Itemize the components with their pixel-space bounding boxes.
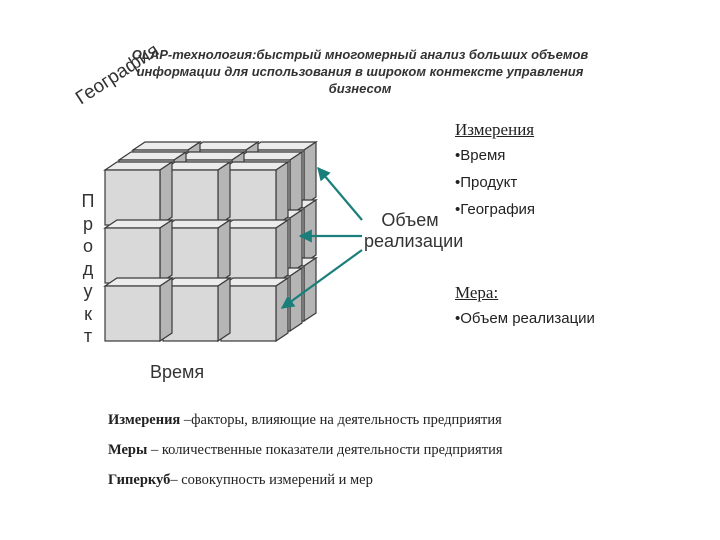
cubelet-side-face: [276, 278, 288, 341]
cubelet-side-face: [218, 220, 230, 283]
definition-text: – совокупность измерений и мер: [170, 472, 373, 488]
definition-row: Измерения –факторы, влияющие на деятельн…: [108, 410, 503, 440]
volume-line-2: реализации: [364, 231, 456, 252]
definition-text: – количественные показатели деятельности…: [147, 442, 502, 458]
cubelet-side-face: [290, 152, 302, 215]
product-letter: р: [78, 213, 98, 236]
cubelet-side-face: [290, 268, 302, 331]
measure-item: •Объем реализации: [455, 305, 595, 332]
product-letter: о: [78, 235, 98, 258]
cubelet-front-face: [105, 170, 160, 225]
definitions-list: Измерения –факторы, влияющие на деятельн…: [108, 410, 503, 500]
time-axis-label: Время: [150, 362, 204, 383]
definition-term: Измерения: [108, 412, 180, 428]
definition-term: Гиперкуб: [108, 472, 170, 488]
cubelet-side-face: [290, 210, 302, 273]
cubelet-side-face: [304, 142, 316, 205]
cubelet-front-face: [105, 228, 160, 283]
dimension-item: •География: [455, 196, 535, 223]
cubelet-side-face: [218, 162, 230, 225]
cubelet-side-face: [160, 278, 172, 341]
definition-row: Гиперкуб– совокупность измерений и мер: [108, 470, 503, 500]
cubelet-side-face: [304, 200, 316, 263]
definition-row: Меры – количественные показатели деятель…: [108, 440, 503, 470]
cubelet-side-face: [276, 162, 288, 225]
volume-arrow: [318, 168, 362, 220]
dimension-item: •Продукт: [455, 169, 535, 196]
cubelet-side-face: [276, 220, 288, 283]
dimensions-heading: Измерения: [455, 120, 535, 140]
measure-heading: Мера:: [455, 283, 595, 303]
product-letter: у: [78, 280, 98, 303]
product-letter: П: [78, 190, 98, 213]
product-axis-label: П р о д у к т: [78, 190, 98, 348]
definition-term: Меры: [108, 442, 147, 458]
cubelet-side-face: [160, 220, 172, 283]
product-letter: к: [78, 303, 98, 326]
product-letter: т: [78, 325, 98, 348]
sales-volume-label: Объем реализации: [364, 210, 456, 252]
volume-line-1: Объем: [364, 210, 456, 231]
product-letter: д: [78, 258, 98, 281]
cubelet-front-face: [105, 286, 160, 341]
definition-text: –факторы, влияющие на деятельность предп…: [180, 412, 501, 428]
dimension-item: •Время: [455, 142, 535, 169]
dimensions-panel: Измерения •Время •Продукт •География: [455, 120, 535, 223]
measure-panel: Мера: •Объем реализации: [455, 283, 595, 332]
cubelet-side-face: [160, 162, 172, 225]
cubelet-side-face: [218, 278, 230, 341]
